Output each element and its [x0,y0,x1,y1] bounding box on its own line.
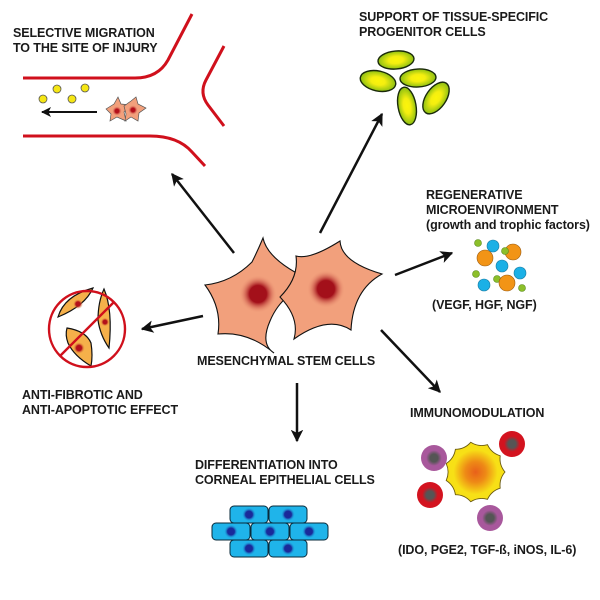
progenitor-cells-illustration [359,50,450,126]
label-line: (growth and trophic factors) [426,218,590,232]
growth-factor-large [498,274,516,292]
label-line: IMMUNOMODULATION [410,406,545,420]
immune-cell-purple [477,505,503,531]
arrow-to-immunomodulation [380,329,441,393]
mesenchymal-stem-cells [203,236,384,354]
growth-factor-medium [495,259,509,273]
arrow-to-migration [171,173,235,254]
vessel-wall-branch [201,45,226,127]
label-line: DIFFERENTIATION INTO [195,458,338,472]
anti-fibrotic-illustration [47,287,127,369]
label-line: PROGENITOR CELLS [359,25,486,39]
label-progenitor-support: SUPPORT OF TISSUE-SPECIFIC PROGENITOR CE… [359,10,548,40]
label-line: SELECTIVE MIGRATION [13,26,155,40]
growth-factor-medium [477,278,491,292]
growth-factor-medium [513,266,527,280]
immune-cell-red [417,482,443,508]
label-line: CORNEAL EPITHELIAL CELLS [195,473,375,487]
label-line: TO THE SITE OF INJURY [13,41,158,55]
arrow-to-regenerative [394,251,454,277]
label-differentiation: DIFFERENTIATION INTO CORNEAL EPITHELIAL … [195,458,375,488]
label-regenerative-microenvironment: REGENERATIVE MICROENVIRONMENT (growth an… [426,188,590,233]
label-line: SUPPORT OF TISSUE-SPECIFIC [359,10,549,24]
growth-factor-small [474,239,482,247]
blood-vessel-illustration [23,13,226,168]
growth-factor-small [501,247,509,255]
label-line: ANTI-APOPTOTIC EFFECT [22,403,178,417]
epithelial-nucleus [281,507,295,522]
activated-immune-cell [445,441,506,503]
growth-factor-dots [472,239,527,292]
label-selective-migration: SELECTIVE MIGRATION TO THE SITE OF INJUR… [13,26,158,56]
prohibition-slash [59,301,115,357]
epithelial-nucleus [242,507,256,522]
label-regenerative-factors: (VEGF, HGF, NGF) [432,298,537,313]
vessel-wall-bottom [23,134,207,168]
growth-factor-small [472,270,480,278]
label-mesenchymal-stem-cells: MESENCHYMAL STEM CELLS [197,354,375,369]
label-immunomodulation: IMMUNOMODULATION [410,406,544,421]
arrow-to-antifibrotic [140,314,204,333]
growth-factor-medium [486,239,500,253]
label-line: MICROENVIRONMENT [426,203,559,217]
immunomodulation-illustration [417,431,525,531]
chemoattractant-dots [38,83,90,104]
epithelial-nucleus [263,524,277,539]
corneal-epithelial-cells [211,505,329,558]
growth-factor-large [476,249,494,267]
prohibition-circle [47,289,127,369]
epithelial-nucleus [302,524,316,539]
arrow-to-progenitor [318,112,384,234]
label-line: REGENERATIVE [426,188,523,202]
label-immunomodulation-factors: (IDO, PGE2, TGF-ß, iNOS, IL-6) [398,543,576,558]
epithelial-nucleus [242,541,256,556]
migrating-msc-cells [105,96,147,122]
vessel-wall-top [23,13,194,80]
growth-factor-small [518,284,526,292]
immune-cell-purple [421,445,447,471]
label-line: ANTI-FIBROTIC AND [22,388,143,402]
factors-list: (IDO, PGE2, TGF-ß, iNOS, IL-6) [398,543,577,557]
epithelial-nucleus [281,541,295,556]
center-label: MESENCHYMAL STEM CELLS [197,354,376,368]
immune-cell-red [499,431,525,457]
effect-arrows [140,112,454,443]
factors-list: (VEGF, HGF, NGF) [432,298,537,312]
epithelial-nucleus [224,524,238,539]
label-anti-fibrotic: ANTI-FIBROTIC AND ANTI-APOPTOTIC EFFECT [22,388,178,418]
